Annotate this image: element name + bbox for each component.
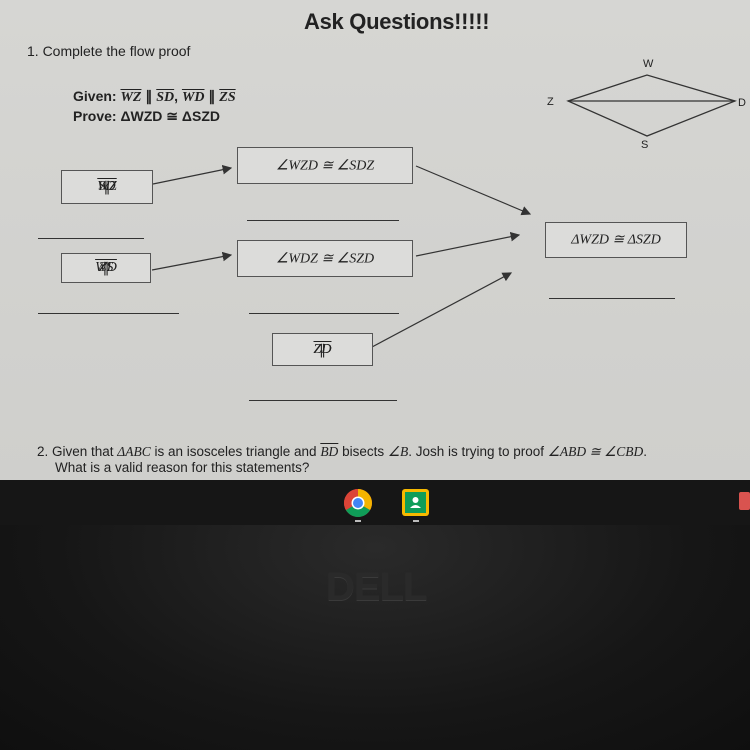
label-d: D	[738, 97, 746, 109]
arrow-1	[152, 164, 233, 185]
box-par-1: ∥	[103, 178, 111, 195]
given-label: Given:	[73, 88, 117, 104]
reason-blank-6[interactable]	[549, 298, 675, 299]
box-seg-zd-2: ZD	[313, 341, 332, 357]
arrow-2	[151, 251, 233, 271]
q2-segment-bd: BD	[320, 444, 339, 459]
box-seg-sd: SD	[98, 179, 116, 194]
parallelogram-diagram: W Z D S	[547, 58, 746, 150]
box-seg-wd: WD	[95, 260, 117, 275]
box-angle-wdz-szd: ∠WDZ ≅ ∠SZD	[237, 240, 413, 277]
q2-text-a: 2. Given that	[37, 444, 118, 459]
segment-sd: SD	[156, 90, 175, 105]
box-angle-wzd-sdz: ∠WZD ≅ ∠SDZ	[237, 147, 413, 184]
prove-statement: ΔWZD ≅ ΔSZD	[120, 108, 220, 124]
q2-text-c: bisects	[338, 444, 388, 459]
arrow-4	[415, 231, 521, 257]
arrow-3	[415, 165, 532, 216]
q2-text-d: . Josh is trying to proof	[408, 444, 548, 459]
prove-line: Prove: ΔWZD ≅ ΔSZD	[73, 108, 220, 125]
q2-angle-b: ∠B	[387, 444, 409, 459]
reason-blank-5[interactable]	[249, 400, 397, 401]
proof-arrows	[151, 164, 532, 348]
box-seg-zd-1: ZD	[313, 341, 332, 357]
chrome-running-dot	[355, 520, 361, 522]
box-seg-zs: ZS	[98, 260, 114, 275]
status-indicator	[739, 492, 750, 510]
worksheet: Ask Questions!!!!! 1. Complete the flow …	[0, 0, 750, 480]
page-title: Ask Questions!!!!!	[304, 9, 490, 34]
q2-angles: ∠ABD ≅ ∠CBD	[547, 444, 644, 459]
reason-blank-4[interactable]	[249, 313, 399, 314]
arrow-5	[371, 272, 513, 348]
separator: ,	[174, 88, 182, 104]
segment-wd: WD	[181, 90, 205, 105]
segment-wz: WZ	[120, 90, 142, 105]
segment-zs: ZS	[219, 90, 236, 105]
laptop-bezel: DELL	[0, 525, 750, 750]
reason-blank-1[interactable]	[38, 238, 144, 239]
conclusion-statement: ΔWZD ≅ ΔSZD	[571, 232, 661, 248]
parallel-symbol-2: ∥	[204, 88, 220, 104]
taskbar	[0, 480, 750, 525]
label-w: W	[643, 58, 654, 70]
reason-blank-2[interactable]	[38, 313, 179, 314]
box-par-2: ∥	[102, 259, 110, 276]
prove-label: Prove:	[73, 108, 117, 124]
box-zd-par-zd: ZD ∥ ZD	[272, 333, 373, 366]
question-2-line-1: 2. Given that ΔABC is an isosceles trian…	[37, 444, 647, 460]
label-s: S	[641, 139, 648, 150]
q2-triangle: ΔABC	[117, 444, 151, 459]
brand-logo: DELL	[326, 565, 427, 609]
q2-text-e: .	[643, 444, 648, 459]
classroom-icon[interactable]	[402, 489, 429, 516]
question-1-prompt: 1. Complete the flow proof	[27, 43, 191, 59]
classroom-running-dot	[413, 520, 419, 522]
q2-text-b: is an isosceles triangle and	[150, 444, 321, 459]
box-wz-par-sd: WZ ∥ SD	[61, 170, 153, 204]
box-conclusion: ΔWZD ≅ ΔSZD	[545, 222, 687, 258]
angle-statement-1: ∠WZD ≅ ∠SDZ	[275, 158, 375, 173]
parallel-symbol: ∥	[141, 88, 157, 104]
label-z: Z	[547, 96, 554, 108]
box-wd-par-zs: WD ∥ ZS	[61, 253, 151, 283]
box-seg-wz: WZ	[97, 179, 117, 194]
angle-statement-2: ∠WDZ ≅ ∠SZD	[275, 251, 375, 266]
given-line: Given: WZ ∥ SD, WD ∥ ZS	[73, 88, 236, 106]
reason-blank-3[interactable]	[247, 220, 399, 221]
box-par-3: ∥	[319, 341, 326, 357]
question-2-line-2: What is a valid reason for this statemen…	[55, 460, 310, 475]
chrome-icon[interactable]	[343, 488, 373, 518]
